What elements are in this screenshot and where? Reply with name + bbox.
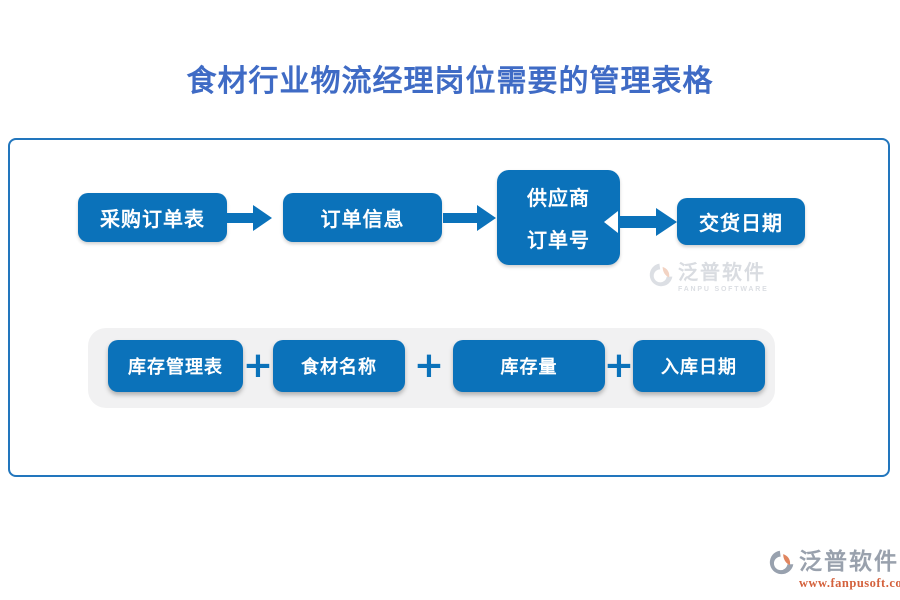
- fanpu-logo-icon: [649, 263, 673, 287]
- right-arrow-icon: [443, 205, 496, 231]
- watermark-brand-text: 泛普软件: [678, 262, 766, 284]
- watermark-subtitle-text: FANPU SOFTWARE: [678, 286, 769, 293]
- inventory-box-label: 食材名称: [301, 357, 377, 377]
- inventory-box-label: 库存管理表: [128, 357, 223, 377]
- flow-box-label-line1: 供应商: [527, 188, 590, 211]
- flow-box-supplier-order-number: 供应商 订单号: [497, 170, 620, 265]
- inventory-box-label: 入库日期: [661, 357, 737, 377]
- watermark-center: 泛普软件 FANPU SOFTWARE: [648, 262, 769, 293]
- plus-icon: +: [413, 345, 445, 386]
- flow-box-label-line2: 订单号: [527, 229, 590, 252]
- flow-box-delivery-date: 交货日期: [677, 198, 805, 245]
- inventory-box-stock-quantity: 库存量: [453, 340, 605, 392]
- plus-icon: +: [603, 345, 635, 386]
- watermark-corner: 泛普软件 www.fanpusoft.com: [768, 548, 900, 591]
- flow-box-label: 交货日期: [699, 213, 783, 235]
- watermark-url-text: www.fanpusoft.com: [799, 576, 900, 591]
- double-arrow-icon: [604, 208, 677, 236]
- inventory-box-inventory-table: 库存管理表: [108, 340, 243, 392]
- inventory-box-label: 库存量: [500, 357, 558, 377]
- flow-box-label: 采购订单表: [100, 209, 205, 231]
- flow-box-label: 订单信息: [320, 209, 405, 231]
- page-title: 食材行业物流经理岗位需要的管理表格: [186, 65, 714, 98]
- inventory-box-inbound-date: 入库日期: [633, 340, 765, 392]
- plus-icon: +: [242, 345, 274, 386]
- diagram-frame: [8, 138, 890, 477]
- flow-box-purchase-order-table: 采购订单表: [78, 193, 227, 242]
- right-arrow-icon: [227, 205, 272, 231]
- flow-box-order-info: 订单信息: [283, 193, 442, 242]
- watermark-brand-text: 泛普软件: [799, 548, 899, 574]
- inventory-box-ingredient-name: 食材名称: [273, 340, 405, 392]
- fanpu-logo-icon: [769, 550, 794, 575]
